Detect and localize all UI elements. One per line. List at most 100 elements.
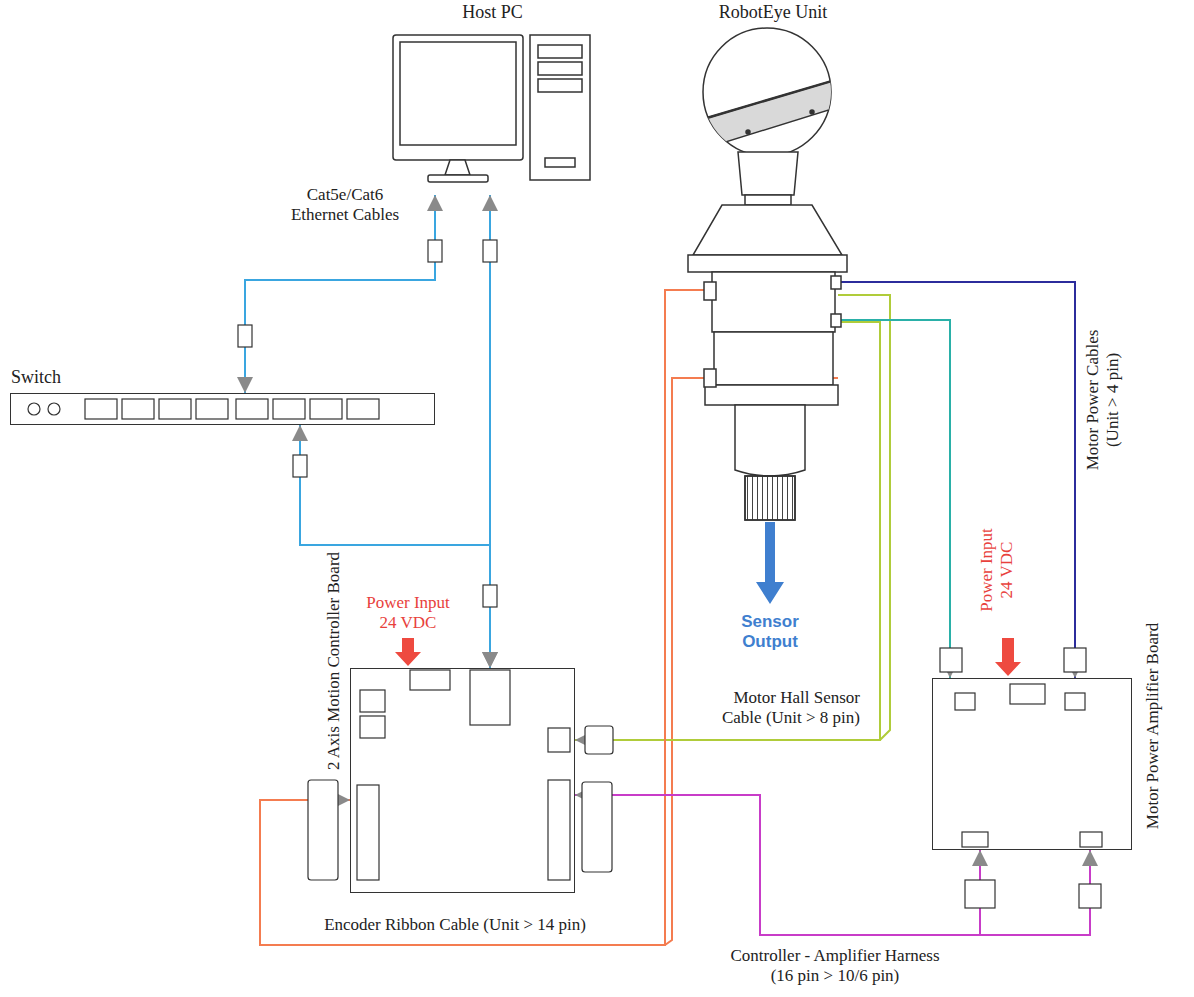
cable-label: Controller - Amplifier Harness (16 pin >… [715, 946, 955, 987]
cable [575, 322, 880, 740]
switch-port [196, 399, 228, 419]
roboteye-drawing [705, 385, 838, 405]
sensor-output-arrow [756, 522, 784, 604]
board-connector [410, 670, 450, 690]
cable-plug [585, 726, 613, 754]
board-connector [360, 690, 385, 712]
host-pc-drawing [538, 79, 582, 92]
node-title: Motor Power Amplifier Board [1143, 623, 1163, 829]
cable-plug [965, 880, 995, 908]
cable [838, 282, 1075, 678]
switch-port [28, 403, 40, 415]
cable-label: Motor Hall Sensor Cable (Unit > 8 pin) [703, 688, 863, 729]
power-arrow [995, 638, 1021, 676]
board-connector [548, 780, 570, 880]
board-connector [1065, 693, 1085, 710]
host-pc-drawing [538, 62, 582, 75]
host-pc-drawing [393, 35, 523, 160]
switch-port [48, 403, 60, 415]
cable-plug [1064, 648, 1086, 672]
board-connector [357, 785, 379, 880]
host-pc-drawing [530, 35, 590, 180]
power-arrow [395, 638, 1021, 676]
switch-port [347, 399, 379, 419]
switch-port [85, 399, 117, 419]
cable-plug [1079, 884, 1101, 908]
roboteye-drawing [738, 152, 798, 195]
power-input-label: Power Input 24 VDC [977, 522, 1018, 618]
rj45-plug [483, 585, 497, 607]
roboteye-drawing [688, 28, 847, 520]
sensor-output-label: Sensor Output [732, 612, 808, 653]
host-pc-drawing [538, 45, 582, 58]
cable-label: Cat5e/Cat6 Ethernet Cables [283, 185, 408, 226]
board-connector [470, 670, 510, 725]
cable-branch [980, 850, 1090, 935]
board-connector [360, 716, 385, 738]
controller-board: 2 Axis Motion Controller Board [350, 668, 575, 893]
switch-port [273, 399, 305, 419]
cable-branch [665, 295, 1090, 945]
board-connector [962, 832, 988, 847]
roboteye-drawing [704, 282, 716, 300]
power-input-label: Power Input 24 VDC [360, 593, 456, 634]
roboteye-drawing [700, 80, 835, 150]
host-pc-drawing [400, 42, 516, 145]
power-arrow [395, 638, 421, 666]
node-title: Switch [11, 367, 61, 389]
roboteye-drawing [810, 110, 814, 114]
switch-port [236, 399, 268, 419]
host-pc-drawing [428, 175, 488, 182]
board-connector [1010, 684, 1045, 704]
roboteye-drawing [712, 272, 835, 332]
node-title: 2 Axis Motion Controller Board [324, 552, 344, 770]
network-switch: Switch [10, 393, 435, 425]
board-connector [548, 728, 570, 752]
roboteye-drawing [714, 332, 833, 385]
host-pc-drawing [545, 158, 575, 167]
rj45-plug [238, 240, 497, 607]
node-title: Host PC [462, 2, 523, 24]
roboteye-drawing [745, 195, 791, 205]
switch-port [28, 399, 379, 419]
roboteye-drawing [831, 314, 841, 327]
cable-label: Encoder Ribbon Cable (Unit > 14 pin) [305, 915, 605, 935]
cable-branch [838, 320, 950, 678]
rj45-plug [293, 455, 307, 477]
roboteye-unit: RobotEye Unit [708, 0, 838, 525]
switch-port [159, 399, 191, 419]
roboteye-drawing [700, 80, 835, 120]
sensor-output-arrow [756, 522, 784, 604]
amplifier-board: Motor Power Amplifier Board [932, 678, 1132, 850]
node-title: RobotEye Unit [719, 2, 828, 24]
cable-branch [665, 378, 838, 945]
cable-plug [582, 782, 612, 872]
cable-branch [838, 295, 890, 740]
host-pc-drawing [393, 35, 590, 182]
roboteye-drawing [745, 476, 795, 520]
cable-plug [308, 648, 1101, 908]
board-connector [955, 693, 975, 710]
roboteye-drawing [688, 255, 847, 272]
cable [260, 290, 708, 945]
cable-label: Motor Power Cables (Unit > 4 pin) [1083, 320, 1124, 480]
rj45-plug [483, 240, 497, 262]
roboteye-drawing [693, 205, 842, 255]
switch-port [310, 399, 342, 419]
rj45-plug [238, 325, 252, 347]
board-connector [1080, 832, 1102, 847]
cable-plug [308, 780, 338, 880]
roboteye-drawing [735, 405, 805, 476]
cable-plug [940, 648, 962, 672]
roboteye-drawing [831, 276, 841, 289]
roboteye-drawing [745, 476, 795, 520]
roboteye-drawing [746, 130, 750, 134]
host-pc: Host PC [390, 0, 595, 195]
board-connector [357, 670, 1102, 880]
cable [575, 795, 980, 935]
host-pc-drawing [445, 160, 470, 175]
rj45-plug [428, 240, 442, 262]
